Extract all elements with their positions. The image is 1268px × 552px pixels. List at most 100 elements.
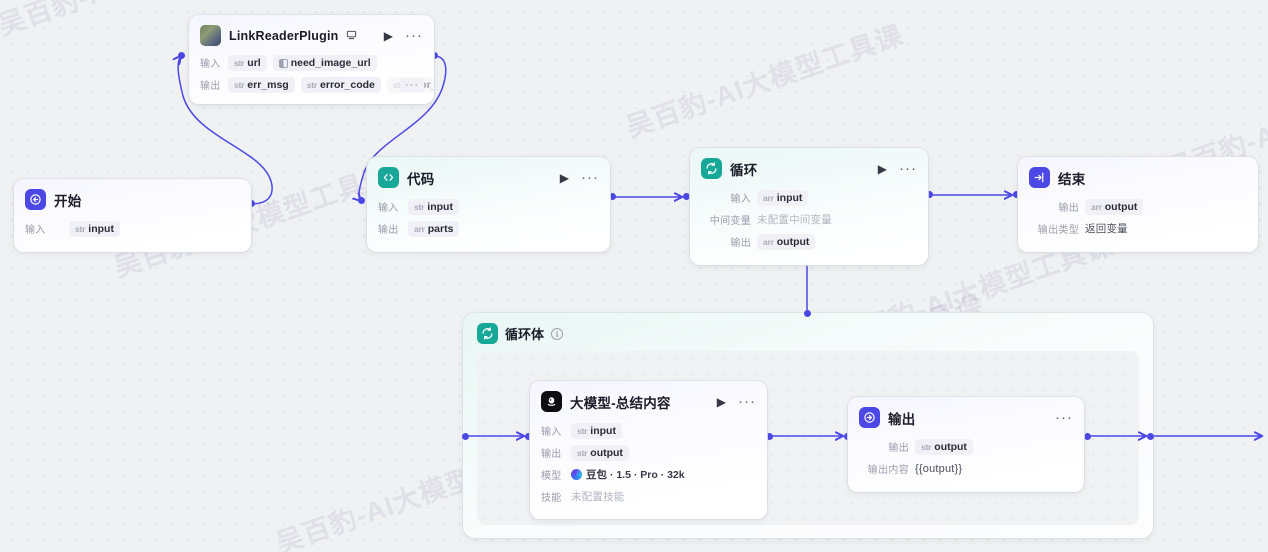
node-loop-row-input: 输入 arr input (701, 188, 917, 207)
play-icon[interactable]: ▶ (559, 170, 569, 185)
variable-name: output (1104, 200, 1138, 213)
intermediate-var-value: 未配置中间变量 (757, 214, 832, 226)
output-node-icon (859, 407, 880, 428)
node-loop-header: 循环 ▶ ··· (690, 148, 928, 185)
variable-type: str (306, 79, 318, 90)
code-node-icon (378, 167, 399, 188)
start-node-icon (25, 189, 46, 210)
row-label: 输出内容 (867, 465, 909, 476)
node-plugin-row-input: 输入 str url need_image_url (200, 53, 423, 72)
node-output-title: 输出 (888, 411, 916, 427)
row-label: 技能 (541, 493, 562, 504)
node-plugin-row-output: 输出 str err_msg str error_code str error_… (200, 75, 434, 94)
port-output-input[interactable] (844, 433, 851, 440)
node-llm-row-skill: 技能 未配置技能 (541, 487, 756, 506)
info-icon[interactable]: i (551, 327, 564, 340)
variable-type: str (921, 441, 932, 452)
variable-tag[interactable]: str err_msg (228, 76, 295, 93)
port-code-output[interactable] (609, 193, 616, 200)
port-code-input[interactable] (358, 197, 365, 204)
variable-name: input (427, 200, 453, 213)
port-loop-input[interactable] (683, 193, 690, 200)
variable-name: output (590, 446, 623, 459)
row-label: 输入 (200, 59, 221, 70)
ellipsis-icon[interactable]: ··· (405, 27, 423, 44)
overflow-indicator[interactable]: ··· (400, 77, 424, 92)
ellipsis-icon[interactable]: ··· (899, 160, 917, 177)
node-start[interactable]: 开始 输入 str input (14, 179, 251, 252)
variable-tag[interactable]: arr output (757, 233, 816, 250)
play-icon[interactable]: ▶ (877, 161, 887, 176)
variable-tag[interactable]: str input (408, 198, 459, 215)
node-llm-title: 大模型-总结内容 (570, 395, 671, 411)
port-llm-input[interactable] (525, 433, 532, 440)
node-loop[interactable]: 循环 ▶ ··· 输入 arr input 中间变量 未配置中间变量 输出 ar… (690, 148, 928, 265)
node-llm-body: 输入 str input 输出 str output 模型 豆包 · 1.5 ·… (530, 421, 767, 519)
node-plugin-body: 输入 str url need_image_url 输出 str err_msg… (189, 53, 434, 104)
row-label: 模型 (541, 471, 562, 482)
plugin-thumbnail-icon (200, 25, 221, 46)
node-code-row-input: 输入 str input (378, 197, 599, 216)
port-output-output[interactable] (1084, 433, 1091, 440)
variable-tag[interactable]: str output (915, 438, 973, 455)
row-label: 输出 (200, 81, 221, 92)
node-end[interactable]: 结束 输出 arr output 输出类型 返回变量 (1018, 157, 1258, 252)
node-code-body: 输入 str input 输出 arr parts (367, 197, 610, 252)
variable-name: output (934, 440, 967, 453)
node-start-header: 开始 (14, 179, 251, 216)
variable-tag[interactable]: str input (69, 220, 120, 237)
port-plugin-output[interactable] (431, 52, 438, 59)
model-chip[interactable]: 豆包 · 1.5 · Pro · 32k (571, 467, 685, 482)
port-start-output[interactable] (248, 200, 255, 207)
node-plugin-title: LinkReaderPlugin (229, 28, 339, 43)
variable-tag[interactable]: arr input (757, 189, 809, 206)
variable-tag[interactable]: str url (228, 54, 267, 71)
end-node-icon (1029, 167, 1050, 188)
port-loopbody-in[interactable] (462, 433, 469, 440)
play-icon[interactable]: ▶ (716, 394, 726, 409)
boolean-type-icon (278, 58, 288, 68)
model-name: 豆包 · 1.5 · Pro · 32k (586, 469, 685, 481)
ellipsis-icon[interactable]: ··· (738, 393, 756, 410)
variable-tag[interactable]: arr parts (408, 220, 460, 237)
row-label: 输入 (541, 427, 562, 438)
port-loop-output[interactable] (926, 191, 933, 198)
variable-tag[interactable]: arr output (1085, 198, 1144, 215)
variable-type: str (234, 57, 245, 68)
variable-tag[interactable]: need_image_url (272, 54, 377, 71)
variable-tag[interactable]: str input (571, 422, 622, 439)
variable-type: str (414, 201, 425, 212)
variable-name: input (590, 424, 616, 437)
variable-name: error_code (320, 78, 375, 91)
node-loop-body: 输入 arr input 中间变量 未配置中间变量 输出 arr output (690, 188, 928, 265)
node-end-title: 结束 (1058, 171, 1086, 187)
port-loopbody-out[interactable] (1147, 433, 1154, 440)
port-llm-output[interactable] (766, 433, 773, 440)
node-llm-row-output: 输出 str output (541, 443, 756, 462)
variable-tag[interactable]: str error_code (300, 76, 381, 93)
node-output-header: 输出 ··· (848, 397, 1084, 434)
node-plugin-header: LinkReaderPlugin ▶ ··· (189, 15, 434, 50)
loop-body-title: 循环体 (505, 327, 545, 342)
skill-value: 未配置技能 (571, 491, 625, 503)
ellipsis-icon[interactable]: ··· (1055, 409, 1073, 426)
node-code[interactable]: 代码 ▶ ··· 输入 str input 输出 arr parts (367, 157, 610, 252)
variable-name: input (776, 191, 803, 204)
variable-name: err_msg (247, 78, 289, 91)
play-icon[interactable]: ▶ (383, 28, 393, 43)
variable-name: parts (427, 222, 454, 235)
node-llm-header: 大模型-总结内容 ▶ ··· (530, 381, 767, 418)
variable-tag[interactable]: str output (571, 444, 629, 461)
watermark: 吴百豹-AI大模型工具课 (622, 19, 908, 143)
node-plugin[interactable]: LinkReaderPlugin ▶ ··· 输入 str url need_i… (189, 15, 434, 104)
port-loop-body-anchor[interactable] (804, 310, 811, 317)
ellipsis-icon[interactable]: ··· (581, 169, 599, 186)
node-end-row-output-type: 输出类型 返回变量 (1029, 219, 1247, 238)
node-llm[interactable]: 大模型-总结内容 ▶ ··· 输入 str input 输出 str outpu… (530, 381, 767, 519)
port-end-input[interactable] (1013, 191, 1020, 198)
port-plugin-input[interactable] (178, 52, 185, 59)
node-output[interactable]: 输出 ··· 输出 str output 输出内容 {{output}} (848, 397, 1084, 492)
loop-body-icon (477, 323, 498, 344)
row-label: 输出 (888, 443, 909, 454)
